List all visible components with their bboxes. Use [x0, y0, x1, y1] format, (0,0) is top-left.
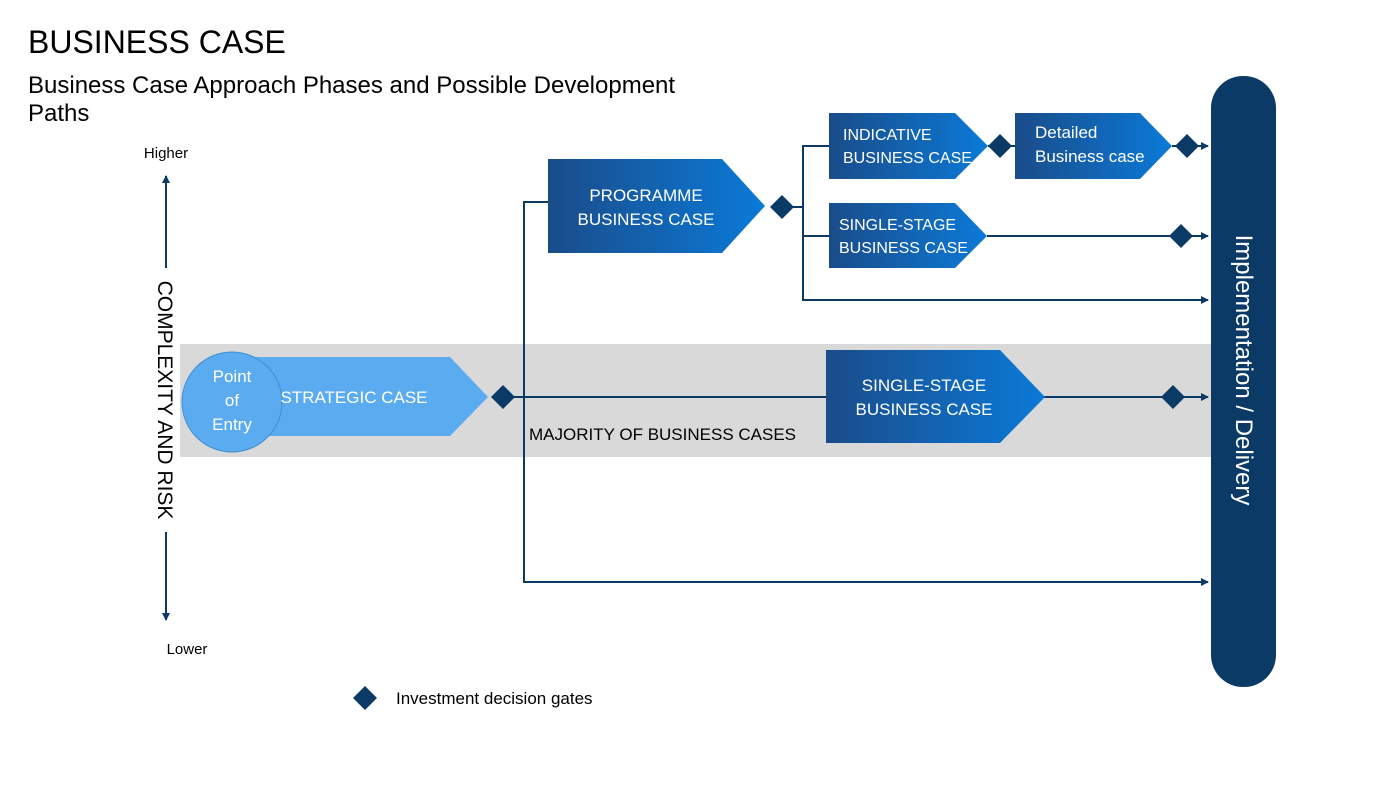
strategic-case-box [230, 357, 488, 436]
gate-diamond-icon [1175, 134, 1199, 158]
programme-label-1: PROGRAMME [589, 186, 702, 205]
programme-business-case-box [548, 159, 765, 253]
gate-diamond-icon [1161, 385, 1185, 409]
indicative-label-1: INDICATIVE [843, 127, 932, 144]
indicative-business-case-box [829, 113, 988, 179]
gate-diamond-icon [988, 134, 1012, 158]
subtitle-line-2: Paths [28, 100, 89, 127]
axis-high-label: Higher [144, 145, 188, 162]
single-main-label-2: BUSINESS CASE [856, 400, 993, 419]
axis-low-label: Lower [167, 641, 208, 658]
programme-label-2: BUSINESS CASE [578, 210, 715, 229]
strategic-case-label: STRATEGIC CASE [280, 388, 427, 407]
legend-label: Investment decision gates [396, 689, 593, 708]
single-stage-top-box [829, 203, 987, 268]
implementation-delivery-bar [1211, 76, 1276, 687]
axis-label: COMPLEXITY AND RISK [153, 281, 176, 520]
entry-text-3: Entry [212, 415, 252, 434]
gate-diamond-icon [770, 195, 794, 219]
subtitle-line-1: Business Case Approach Phases and Possib… [28, 72, 675, 99]
entry-text-1: Point [213, 367, 252, 386]
complexity-axis: Higher Lower COMPLEXITY AND RISK [144, 145, 208, 658]
point-of-entry-circle [181, 351, 283, 453]
page-title: BUSINESS CASE [28, 24, 286, 60]
legend-diamond-icon [353, 686, 377, 710]
majority-label: MAJORITY OF BUSINESS CASES [529, 425, 796, 444]
gate-diamond-icon [1169, 224, 1193, 248]
single-main-label-1: SINGLE-STAGE [862, 376, 986, 395]
gate-diamond-icon [491, 385, 515, 409]
detailed-label-1: Detailed [1035, 123, 1097, 142]
detailed-label-2: Business case [1035, 147, 1145, 166]
indicative-label-2: BUSINESS CASE [843, 150, 972, 167]
single-top-label-1: SINGLE-STAGE [839, 217, 956, 234]
entry-text-2: of [225, 391, 239, 410]
detailed-business-case-box [1015, 113, 1172, 179]
delivery-label: Implementation / Delivery [1230, 235, 1257, 506]
decision-gates [491, 134, 1199, 409]
single-top-label-2: BUSINESS CASE [839, 240, 968, 257]
single-stage-main-box [826, 350, 1045, 443]
